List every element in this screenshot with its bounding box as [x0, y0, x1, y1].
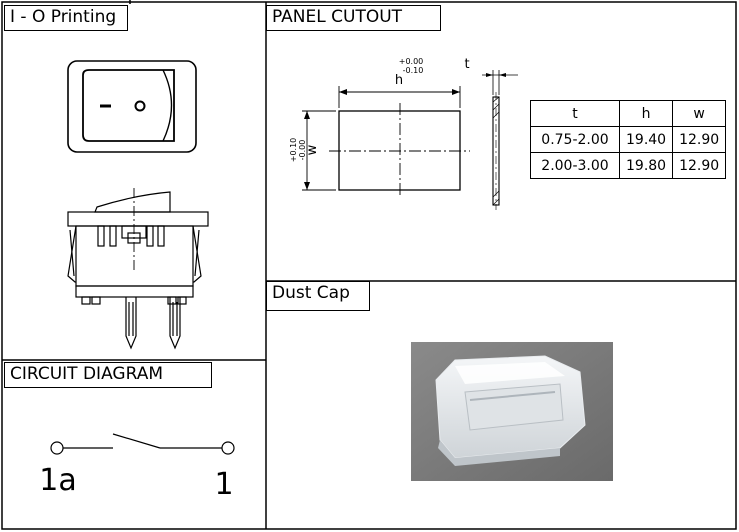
table-header-cell: t: [530, 100, 620, 127]
table-row: 2.00-3.00 19.80 12.90: [530, 152, 727, 179]
table-cell: 12.90: [672, 152, 727, 179]
rocker-top-view: [67, 60, 197, 153]
cutout-drawing: [302, 70, 518, 210]
table-row: 0.75-2.00 19.40 12.90: [530, 126, 727, 153]
table-cell: 19.80: [618, 152, 674, 179]
circuit-diagram-title: CIRCUIT DIAGRAM: [4, 362, 212, 388]
table-header-cell: w: [672, 100, 727, 127]
io-printing-title: I - O Printing: [4, 5, 128, 31]
table-header-row: t h w: [530, 100, 727, 127]
h-tolerance-lower: -0.10: [403, 66, 424, 75]
w-tolerance-upper: +0.10: [289, 138, 298, 163]
w-tolerance-lower: -0.00: [298, 140, 307, 161]
circuit-switch: [50, 433, 235, 455]
t-label: t: [464, 57, 469, 72]
dust-cap-title: Dust Cap: [266, 281, 370, 311]
table-cell: 12.90: [672, 126, 727, 153]
rocker-side-view: [67, 188, 209, 350]
table-cell: 2.00-3.00: [530, 152, 620, 179]
terminal-1a-label: 1a: [39, 463, 76, 498]
terminal-1-label: 1: [214, 467, 233, 502]
h-tolerance-upper: +0.00: [399, 57, 424, 66]
cutout-dimensions-table: t h w 0.75-2.00 19.40 12.90 2.00-3.00 19…: [530, 100, 727, 179]
table-cell: 0.75-2.00: [530, 126, 620, 153]
panel-cutout-title: PANEL CUTOUT: [266, 5, 441, 31]
table-cell: 19.40: [618, 126, 674, 153]
table-header-cell: h: [618, 100, 674, 127]
w-label: w: [305, 144, 320, 155]
h-label: h: [395, 73, 403, 88]
dust-cap-photo: [411, 342, 613, 481]
